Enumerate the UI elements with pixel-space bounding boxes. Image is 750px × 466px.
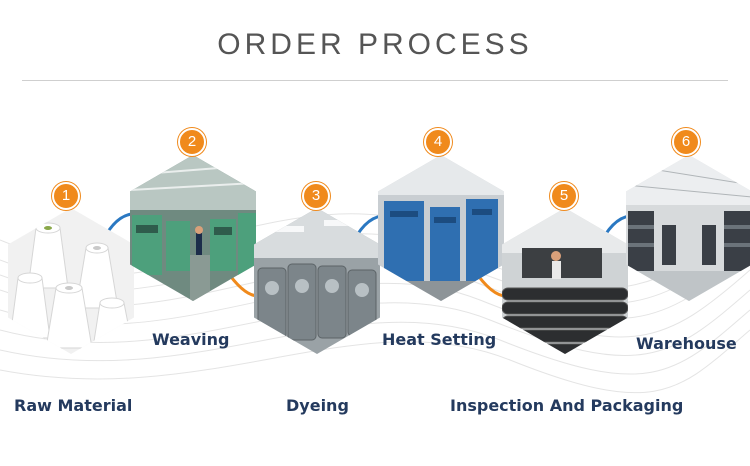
- step-3-label: Dyeing: [286, 396, 349, 415]
- page-title: ORDER PROCESS: [217, 28, 533, 61]
- title-divider: [22, 80, 728, 81]
- step-2-badge: 2: [178, 128, 206, 156]
- step-1-label: Raw Material: [14, 396, 133, 415]
- step-3-badge: 3: [302, 182, 330, 210]
- step-5-badge: 5: [550, 182, 578, 210]
- step-4-badge: 4: [424, 128, 452, 156]
- step-5-label: Inspection And Packaging: [450, 396, 684, 415]
- step-6-label: Warehouse: [636, 334, 737, 353]
- step-2-label: Weaving: [152, 330, 230, 349]
- step-1-badge: 1: [52, 182, 80, 210]
- step-4-label: Heat Setting: [382, 330, 497, 349]
- step-6-badge: 6: [672, 128, 700, 156]
